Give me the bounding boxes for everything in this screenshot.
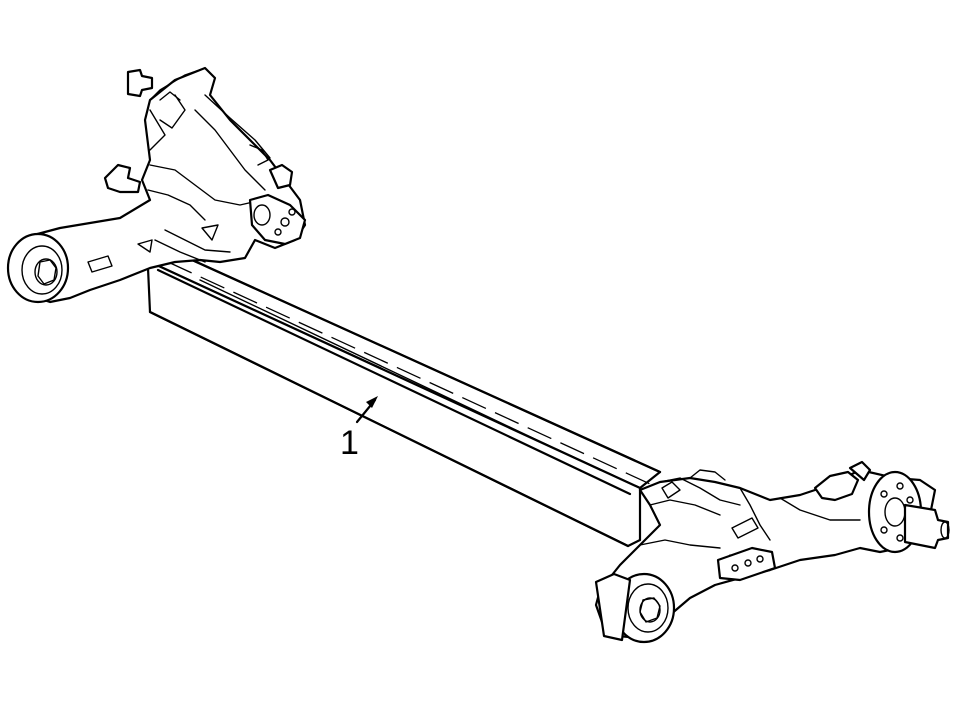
callout-1: 1 [340,396,378,462]
left-trailing-arm [6,66,307,304]
right-trailing-arm [594,460,950,644]
axle-beam [146,248,662,548]
callout-arrowhead [366,396,378,408]
callout-label: 1 [340,424,359,462]
